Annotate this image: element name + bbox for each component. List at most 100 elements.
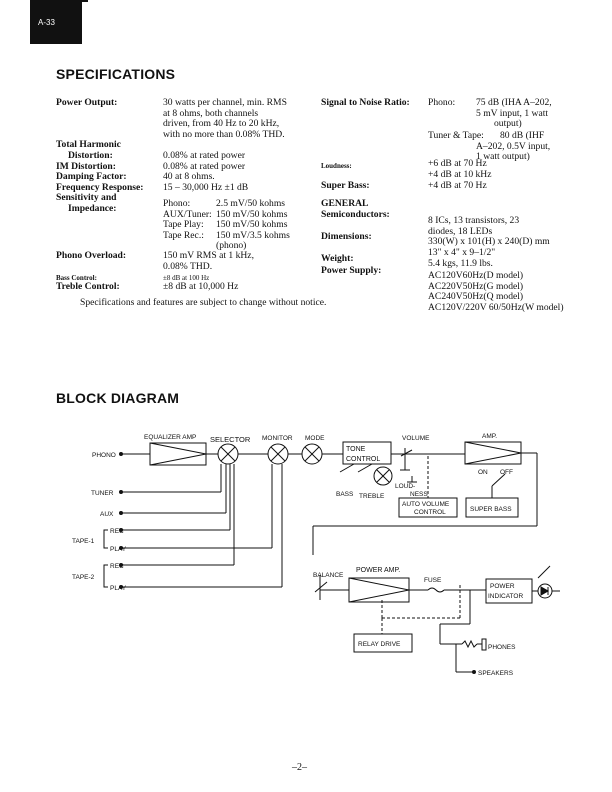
selector-label: SELECTOR — [210, 435, 251, 444]
tape1-rec-jack — [119, 528, 123, 532]
thd-label-2: Distortion: — [68, 149, 113, 161]
power-output-label: Power Output: — [56, 97, 118, 108]
power-output-line-1: 30 watts per channel, min. RMS — [163, 97, 287, 108]
specs-note: Specifications and features are subject … — [80, 297, 327, 308]
semiconductors-line-2: diodes, 18 LEDs — [428, 225, 493, 237]
volume-label: VOLUME — [402, 435, 430, 442]
thd-value: 0.08% at rated power — [163, 149, 246, 161]
loudness-label-2: NESS — [410, 491, 428, 498]
power-amp-label: POWER AMP. — [356, 567, 400, 574]
sens-val-phono: 2.5 mV/50 kohms — [216, 198, 286, 209]
block-diagram-heading: BLOCK DIAGRAM — [56, 390, 180, 406]
off-label: OFF — [500, 469, 513, 476]
page-tab-label: A-33 — [38, 18, 55, 27]
power-supply-line-3: AC240V50Hz(Q model) — [428, 291, 524, 303]
relay-drive-box — [353, 633, 413, 653]
tab-line — [82, 0, 88, 2]
speakers-jack — [472, 670, 476, 674]
tuner-label: TUNER — [91, 490, 114, 497]
on-label: ON — [478, 469, 488, 476]
fuse-label: FUSE — [424, 577, 442, 584]
weight-value: 5.4 kgs, 11.9 lbs. — [428, 258, 493, 269]
phono-overload-line-2: 0.08% THD. — [163, 260, 213, 272]
bass-pot — [339, 463, 355, 473]
damping-factor-label: Damping Factor: — [56, 171, 127, 183]
dimensions-line-1: 330(W) x 101(H) x 240(D) mm — [428, 236, 550, 247]
sens-val-tape-rec: 150 mV/3.5 kohms — [216, 229, 290, 241]
sensitivity-table: Phono:2.5 mV/50 kohms AUX/Tuner:150 mV/5… — [163, 198, 323, 252]
weight-label: Weight: — [321, 253, 354, 264]
dimensions-values: 330(W) x 101(H) x 240(D) mm 13" x 4" x 9… — [428, 236, 550, 258]
sens-val-aux: 150 mV/50 kohms — [216, 208, 288, 220]
balance-label: BALANCE — [313, 572, 344, 579]
power-supply-line-4: AC120V/220V 60/50Hz(W model) — [428, 301, 564, 313]
tone-control-line-2: CONTROL — [346, 456, 380, 463]
auto-volume-line-1: AUTO VOLUME — [402, 501, 450, 508]
tape2-label: TAPE-2 — [72, 574, 95, 581]
snr-tape-name: Tuner & Tape: — [428, 130, 484, 141]
snr-phono-values: 75 dB (IHA A–202, 5 mV input, 1 watt out… — [476, 97, 552, 130]
snr-phono-line-1: 75 dB (IHA A–202, — [476, 97, 552, 108]
tape2-rec-label: REC — [110, 563, 124, 570]
spec-labels-left: Power Output: Total Harmonic Distortion:… — [56, 97, 166, 215]
snr-phono-line-3: output) — [494, 118, 522, 130]
frequency-response-value: 15 – 30,000 Hz ±1 dB — [163, 181, 249, 193]
power-indicator-line-1: POWER — [490, 583, 515, 590]
power-amp-box — [348, 577, 410, 603]
treble-pot — [357, 463, 373, 473]
equalizer-amp-label: EQUALIZER AMP — [144, 434, 196, 441]
super-bass-switch — [491, 473, 506, 487]
phono-label: PHONO — [92, 452, 116, 459]
relay-drive-label: RELAY DRIVE — [358, 641, 401, 648]
speakers-label: SPEAKERS — [478, 670, 514, 677]
power-output-line-2: at 8 ohms, both channels — [163, 107, 259, 119]
super-bass-label: Super Bass: — [321, 180, 370, 191]
loudness-label: Loudness: — [321, 162, 352, 170]
snr-tape-line-3: 1 watt output) — [476, 151, 530, 163]
loudness-label-1: LOUD- — [395, 483, 415, 490]
im-distortion-label: IM Distortion: — [56, 160, 116, 172]
bass-label: BASS — [336, 491, 354, 498]
power-supply-values: AC120V60Hz(D model) AC220V50Hz(G model) … — [428, 270, 564, 313]
spec-values-left: 30 watts per channel, min. RMS at 8 ohms… — [163, 97, 323, 193]
phono-overload-label: Phono Overload: — [56, 250, 127, 261]
dimensions-line-2: 13" x 4" x 9–1/2" — [428, 246, 496, 258]
tape1-rec-label: REC — [110, 528, 124, 535]
tape2-rec-jack — [119, 563, 123, 567]
power-supply-line-2: AC220V50Hz(G model) — [428, 280, 524, 292]
thd-label-1: Total Harmonic — [56, 139, 121, 151]
snr-tape-line-2: A–202, 0.5V input, — [476, 140, 551, 152]
power-supply-line-1: AC120V60Hz(D model) — [428, 270, 524, 281]
semiconductors-line-1: 8 ICs, 13 transistors, 23 — [428, 215, 520, 226]
sens-val-phono-note: (phono) — [216, 240, 247, 252]
tape1-label: TAPE-1 — [72, 538, 95, 545]
power-indicator-line-2: INDICATOR — [488, 593, 523, 600]
tape1-play-jack — [119, 546, 123, 550]
tuner-jack — [119, 490, 123, 494]
sensitivity-label-1: Sensitivity and — [56, 192, 117, 204]
super-bass-label: SUPER BASS — [470, 506, 512, 513]
frequency-response-label: Frequency Response: — [56, 181, 144, 193]
auto-volume-box — [398, 497, 458, 518]
amp-label: AMP. — [482, 433, 497, 440]
block-diagram: EQUALIZER AMP SELECTOR MONITOR MODE VOLU… — [72, 433, 560, 677]
sens-name-tape-play: Tape Play: — [163, 219, 204, 231]
snr-label: Signal to Noise Ratio: — [321, 97, 410, 108]
tone-control-line-1: TONE — [346, 446, 366, 453]
snr-phono-line-2: 5 mV input, 1 watt — [476, 107, 549, 119]
bass-control-value: ±8 dB at 100 Hz — [163, 274, 210, 282]
treble-control-value: ±8 dB at 10,000 Hz — [163, 281, 239, 292]
semiconductors-values: 8 ICs, 13 transistors, 23 diodes, 18 LED… — [428, 215, 520, 237]
fuse-symbol — [427, 587, 445, 593]
sens-name-phono: Phono: — [163, 198, 191, 209]
loudness-switch — [373, 466, 393, 486]
mode-label: MODE — [305, 435, 325, 442]
specifications-heading: SPECIFICATIONS — [56, 66, 176, 82]
tape2-play-jack — [119, 585, 123, 589]
sens-val-tape-play: 150 mV/50 kohms — [216, 219, 288, 231]
phono-jack — [119, 452, 123, 456]
page-number: –2– — [292, 762, 307, 773]
im-distortion-value: 0.08% at rated power — [163, 160, 246, 172]
bass-control-label: Bass Control: — [56, 274, 97, 282]
loudness-line-1: +6 dB at 70 Hz — [428, 158, 487, 169]
